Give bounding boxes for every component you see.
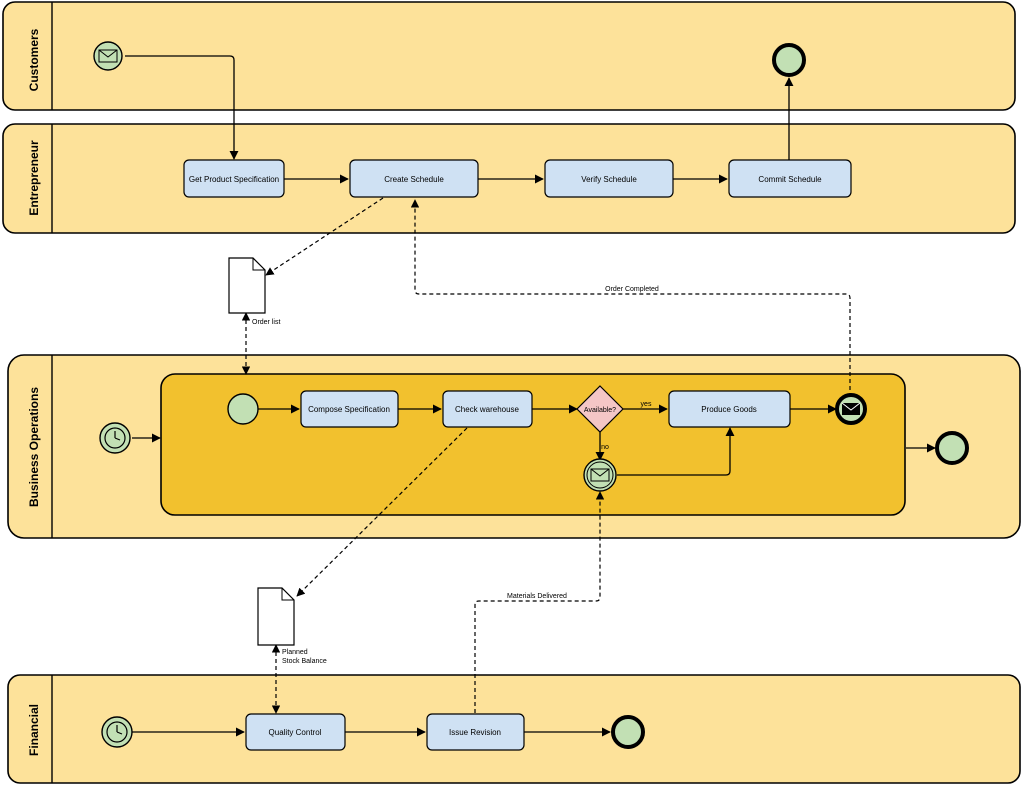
lane-label-customers: Customers: [27, 28, 41, 91]
task-issue-revision[interactable]: Issue Revision: [426, 713, 525, 751]
task-label: Quality Control: [269, 728, 322, 737]
flow-label-order-completed: Order Completed: [605, 286, 659, 293]
task-label: Produce Goods: [701, 405, 757, 414]
sequence-flows: [125, 55, 936, 737]
timer-start-event-operations[interactable]: [99, 422, 131, 454]
task-commit-schedule[interactable]: Commit Schedule: [728, 159, 852, 198]
document-label-planned: Planned: [282, 649, 308, 656]
document-order-list[interactable]: Order list: [228, 257, 280, 326]
task-label: Verify Schedule: [581, 175, 637, 184]
message-end-event[interactable]: [835, 393, 867, 425]
timer-start-event-financial[interactable]: [101, 716, 133, 748]
clock-icon: [104, 427, 126, 449]
document-label-order-list: Order list: [252, 319, 280, 326]
task-produce-goods[interactable]: Produce Goods: [668, 390, 791, 428]
message-start-event[interactable]: [93, 41, 123, 71]
lane-customers: Customers: [2, 1, 1016, 111]
flow-label-materials-delivered: Materials Delivered: [507, 593, 567, 600]
task-label: Issue Revision: [449, 728, 501, 737]
gateway-label: Available?: [584, 407, 616, 414]
document-label-stock-balance: Stock Balance: [282, 658, 327, 665]
lane-label-financial: Financial: [27, 704, 41, 756]
envelope-icon: [98, 49, 118, 63]
subprocess-start-event[interactable]: [227, 393, 259, 425]
task-label: Commit Schedule: [758, 175, 822, 184]
lane-label-entrepreneur: Entrepreneur: [27, 140, 41, 216]
task-label: Compose Specification: [308, 405, 390, 414]
end-event-financial[interactable]: [611, 715, 645, 749]
gateway-yes-label: yes: [641, 401, 652, 408]
task-label: Check warehouse: [455, 405, 520, 414]
task-compose-specification[interactable]: Compose Specification: [300, 390, 399, 428]
gateway-available[interactable]: Available?: [576, 385, 624, 433]
gateway-no-label: no: [601, 444, 609, 451]
task-label: Get Product Specification: [189, 175, 279, 184]
filled-envelope-icon: [841, 402, 861, 415]
intermediate-message-event[interactable]: [583, 458, 617, 492]
document-planned-stock-balance[interactable]: Planned Stock Balance: [257, 587, 327, 665]
task-get-product-specification[interactable]: Get Product Specification: [183, 159, 285, 198]
task-create-schedule[interactable]: Create Schedule: [349, 159, 479, 198]
task-check-warehouse[interactable]: Check warehouse: [442, 390, 533, 428]
subprocess-container[interactable]: [160, 373, 906, 516]
end-event-operations[interactable]: [935, 431, 969, 465]
lane-label-business-operations: Business Operations: [27, 387, 41, 507]
task-label: Create Schedule: [384, 175, 444, 184]
task-verify-schedule[interactable]: Verify Schedule: [544, 159, 674, 198]
clock-icon: [106, 721, 128, 743]
task-quality-control[interactable]: Quality Control: [245, 713, 346, 751]
envelope-icon: [590, 468, 610, 482]
dashed-flows: [241, 197, 851, 714]
end-event-customers[interactable]: [772, 43, 806, 77]
